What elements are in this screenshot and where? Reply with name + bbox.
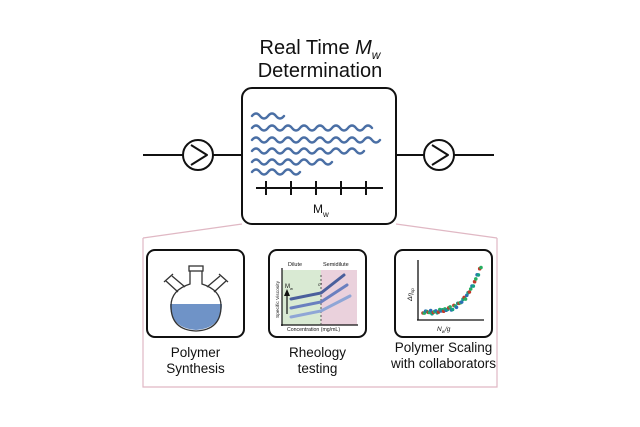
rheology-x-label: Concentration (mg/mL) [287, 327, 340, 333]
right-pump-icon [423, 139, 455, 171]
caption-synthesis-line2: Synthesis [166, 361, 225, 376]
scaling-x-label: Nw/g [437, 326, 451, 334]
scatter-point [471, 284, 476, 288]
title-mw-symbol: M [355, 37, 372, 59]
three-neck-flask-icon [163, 265, 229, 332]
rheology-y-label: Specific Viscosity [275, 280, 281, 318]
scatter-point [479, 265, 483, 270]
caption-synthesis-line1: Polymer [170, 345, 221, 360]
scatter-point [472, 279, 477, 284]
polymer-chains-icon [250, 112, 382, 176]
semidilute-label: Semidilute [323, 262, 349, 268]
title-mw-subscript: w [371, 48, 381, 62]
crossover-label: c* [318, 282, 322, 287]
caption-synthesis: Polymer Synthesis [140, 345, 251, 377]
mw-axis [256, 181, 383, 195]
scatter-point [476, 273, 481, 277]
caption-rheology-line1: Rheology [288, 345, 347, 360]
scatter-point [474, 277, 478, 281]
title-line2: Determination [257, 60, 383, 82]
caption-rheology-line2: testing [297, 361, 338, 376]
scatter-point [454, 305, 459, 310]
detector-box [241, 87, 397, 225]
title-text: Real Time [259, 37, 356, 59]
scatter-point [467, 290, 472, 294]
caption-rheology: Rheology testing [262, 345, 373, 377]
scatter-point [468, 287, 473, 291]
caption-scaling: Polymer Scaling with collaborators [378, 340, 509, 372]
scatter-point [428, 308, 433, 313]
dilute-label: Dilute [288, 262, 302, 268]
mw-axis-label: Mw [313, 202, 329, 219]
scatter-point [450, 307, 455, 312]
panel-scaling [394, 249, 493, 338]
caption-scaling-line2: with collaborators [390, 356, 497, 371]
scatter-point [448, 305, 452, 309]
viscosity-lines [289, 273, 352, 319]
scaling-y-label: Δηsp [407, 288, 415, 302]
caption-scaling-line1: Polymer Scaling [394, 340, 493, 355]
left-pump-icon [182, 139, 214, 171]
zoom-connector [142, 223, 498, 388]
scatter-point [459, 300, 464, 304]
title-line1: Real Time Mw [200, 37, 440, 62]
scaling-scatter-points [421, 265, 483, 316]
rheology-mw-label: Mw [285, 284, 293, 291]
scatter-point [463, 297, 468, 301]
